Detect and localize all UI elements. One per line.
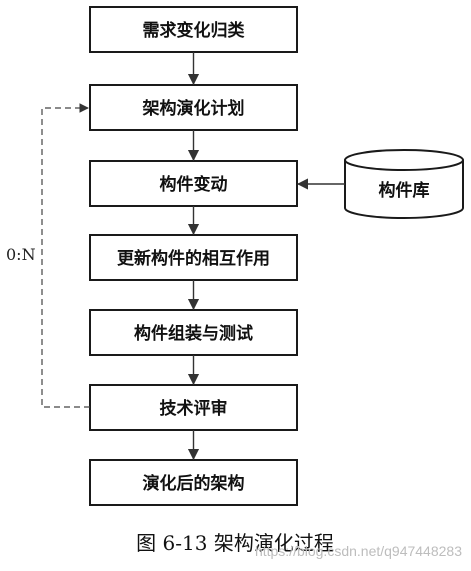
node-plan: 架构演化计划 bbox=[89, 84, 298, 131]
node-update: 更新构件的相互作用 bbox=[89, 234, 298, 281]
node-review-label: 技术评审 bbox=[160, 398, 228, 419]
node-classify: 需求变化归类 bbox=[89, 6, 298, 53]
repository-label: 构件库 bbox=[379, 180, 430, 201]
node-plan-label: 架构演化计划 bbox=[143, 98, 245, 119]
node-assemble-label: 构件组装与测试 bbox=[134, 323, 253, 344]
feedback-loop bbox=[41, 103, 90, 408]
node-assemble: 构件组装与测试 bbox=[89, 309, 298, 356]
node-change-label: 构件变动 bbox=[160, 174, 228, 195]
figure-caption: 图 6-13 架构演化过程 bbox=[136, 531, 334, 555]
cylinder-body bbox=[344, 160, 464, 219]
node-result-label: 演化后的架构 bbox=[143, 473, 245, 494]
node-update-label: 更新构件的相互作用 bbox=[117, 248, 270, 269]
loop-label: 0:N bbox=[6, 245, 36, 264]
cylinder-top bbox=[344, 149, 464, 171]
repository-library: 构件库 bbox=[344, 149, 464, 219]
watermark: https://blog.csdn.net/q947448283 bbox=[255, 543, 462, 559]
node-result: 演化后的架构 bbox=[89, 459, 298, 506]
node-review: 技术评审 bbox=[89, 384, 298, 431]
node-classify-label: 需求变化归类 bbox=[143, 20, 246, 41]
node-change: 构件变动 bbox=[89, 160, 298, 207]
